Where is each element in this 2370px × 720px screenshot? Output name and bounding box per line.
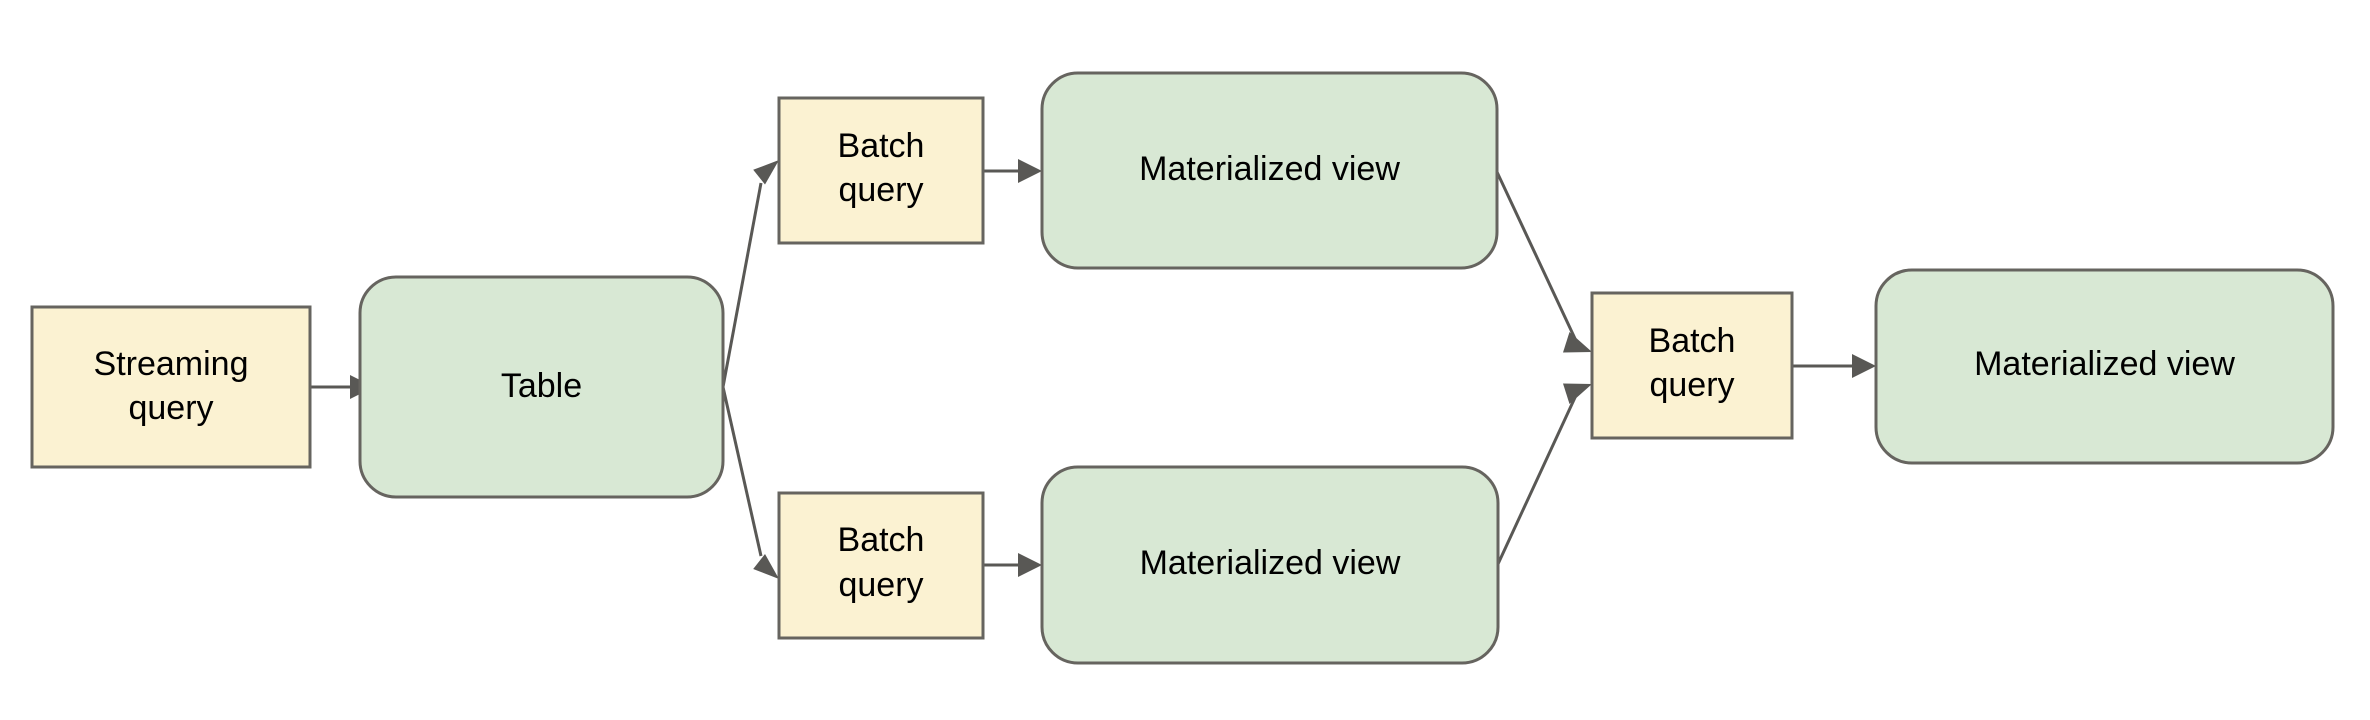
node-batch-query-bottom-shape[interactable]: [777, 491, 985, 640]
node-streaming-query-label-line1: Streaming: [94, 345, 249, 383]
edge-batch-right-to-mv-right: [1792, 354, 1876, 378]
edge-mv-top-to-batch-right: [1495, 171, 1592, 353]
arrowhead-icon: [1563, 332, 1592, 353]
node-materialized-view-bottom[interactable]: Materialized view: [1040, 465, 1500, 665]
edge-line-mv-bottom-to-batch-right: [1496, 390, 1580, 565]
arrowhead-icon: [1018, 553, 1042, 577]
node-batch-query-right-shape[interactable]: [1590, 291, 1794, 440]
edge-mv-bottom-to-batch-right: [1496, 383, 1592, 565]
arrowhead-icon: [1563, 383, 1592, 404]
node-materialized-view-bottom-shape[interactable]: [1040, 465, 1500, 665]
node-materialized-view-right-shape[interactable]: [1874, 268, 2335, 465]
node-streaming-query-label-line2: query: [128, 389, 213, 427]
node-materialized-view-top-shape[interactable]: [1040, 71, 1499, 270]
node-batch-query-top-label-line2: query: [838, 171, 923, 209]
arrowhead-icon: [753, 554, 779, 579]
node-materialized-view-right-label: Materialized view: [1974, 345, 2235, 383]
arrowhead-icon: [1852, 354, 1876, 378]
arrowhead-icon: [1018, 159, 1042, 183]
node-batch-query-top-shape[interactable]: [777, 96, 985, 245]
node-batch-query-right[interactable]: Batch query: [1590, 291, 1794, 440]
node-batch-query-bottom[interactable]: Batch query: [777, 491, 985, 640]
node-batch-query-bottom-label-line2: query: [838, 566, 923, 604]
node-materialized-view-top[interactable]: Materialized view: [1040, 71, 1499, 270]
node-layer: Streaming query Table Batch query Materi…: [30, 71, 2335, 665]
node-materialized-view-bottom-label: Materialized view: [1140, 544, 1401, 582]
node-table-shape[interactable]: [358, 275, 725, 499]
node-batch-query-top[interactable]: Batch query: [777, 96, 985, 245]
node-streaming-query[interactable]: Streaming query: [30, 305, 312, 469]
edge-line-table-to-batch-top: [721, 182, 763, 388]
edge-table-to-batch-top: [721, 160, 779, 388]
node-table[interactable]: Table: [358, 275, 725, 499]
arrowhead-icon: [753, 160, 779, 185]
node-batch-query-top-label-line1: Batch: [838, 127, 925, 165]
node-streaming-query-shape[interactable]: [30, 305, 312, 469]
edge-batch-top-to-mv-top: [983, 159, 1042, 183]
node-table-label: Table: [501, 367, 582, 405]
edge-batch-bottom-to-mv-bottom: [983, 553, 1042, 577]
node-materialized-view-top-label: Materialized view: [1139, 150, 1400, 188]
node-batch-query-right-label-line1: Batch: [1649, 322, 1736, 360]
edge-line-table-to-batch-bottom: [721, 386, 763, 557]
node-materialized-view-right[interactable]: Materialized view: [1874, 268, 2335, 465]
node-batch-query-right-label-line2: query: [1649, 366, 1734, 404]
edge-layer: [310, 159, 1876, 579]
edge-line-mv-top-to-batch-right: [1495, 171, 1580, 346]
edge-table-to-batch-bottom: [721, 386, 779, 579]
node-batch-query-bottom-label-line1: Batch: [838, 521, 925, 559]
